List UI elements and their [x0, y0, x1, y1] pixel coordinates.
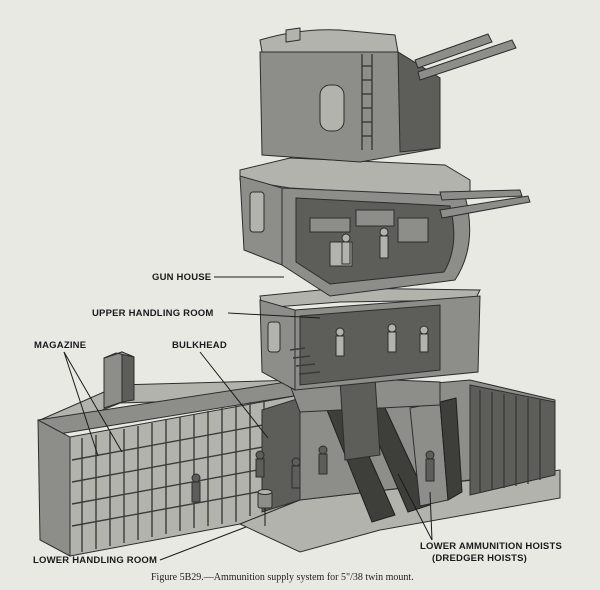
gun-barrel-lower: [439, 195, 531, 219]
crew-figures-lower: [191, 445, 435, 503]
label-dredger-hoists: (DREDGER HOISTS): [432, 553, 527, 564]
gun-house: [239, 157, 531, 297]
bulkhead-wall: [261, 397, 301, 513]
figure-caption: Figure 5B29.—Ammunition supply system fo…: [151, 572, 414, 583]
label-magazine: MAGAZINE: [34, 340, 86, 351]
gun-shield: [259, 27, 517, 163]
label-lower-handling-room: LOWER HANDLING ROOM: [33, 555, 157, 566]
shield-barrel-lower: [417, 39, 517, 81]
callouts: GUN HOUSE UPPER HANDLING ROOM MAGAZINE B…: [33, 272, 562, 566]
shield-barrel-upper: [414, 33, 493, 69]
upper-handling-room: [259, 287, 481, 391]
ladder: [361, 54, 373, 150]
label-gun-house: GUN HOUSE: [152, 272, 211, 283]
label-upper-handling-room: UPPER HANDLING ROOM: [92, 308, 214, 319]
right-compartment-ribs: [479, 390, 541, 492]
label-lower-ammunition-hoists: LOWER AMMUNITION HOISTS: [420, 541, 562, 552]
ventilation-trunk: [103, 351, 135, 409]
label-bulkhead: BULKHEAD: [172, 340, 227, 351]
gun-barrel-upper: [439, 189, 523, 201]
drum: [257, 489, 273, 526]
stairs: [289, 347, 321, 375]
